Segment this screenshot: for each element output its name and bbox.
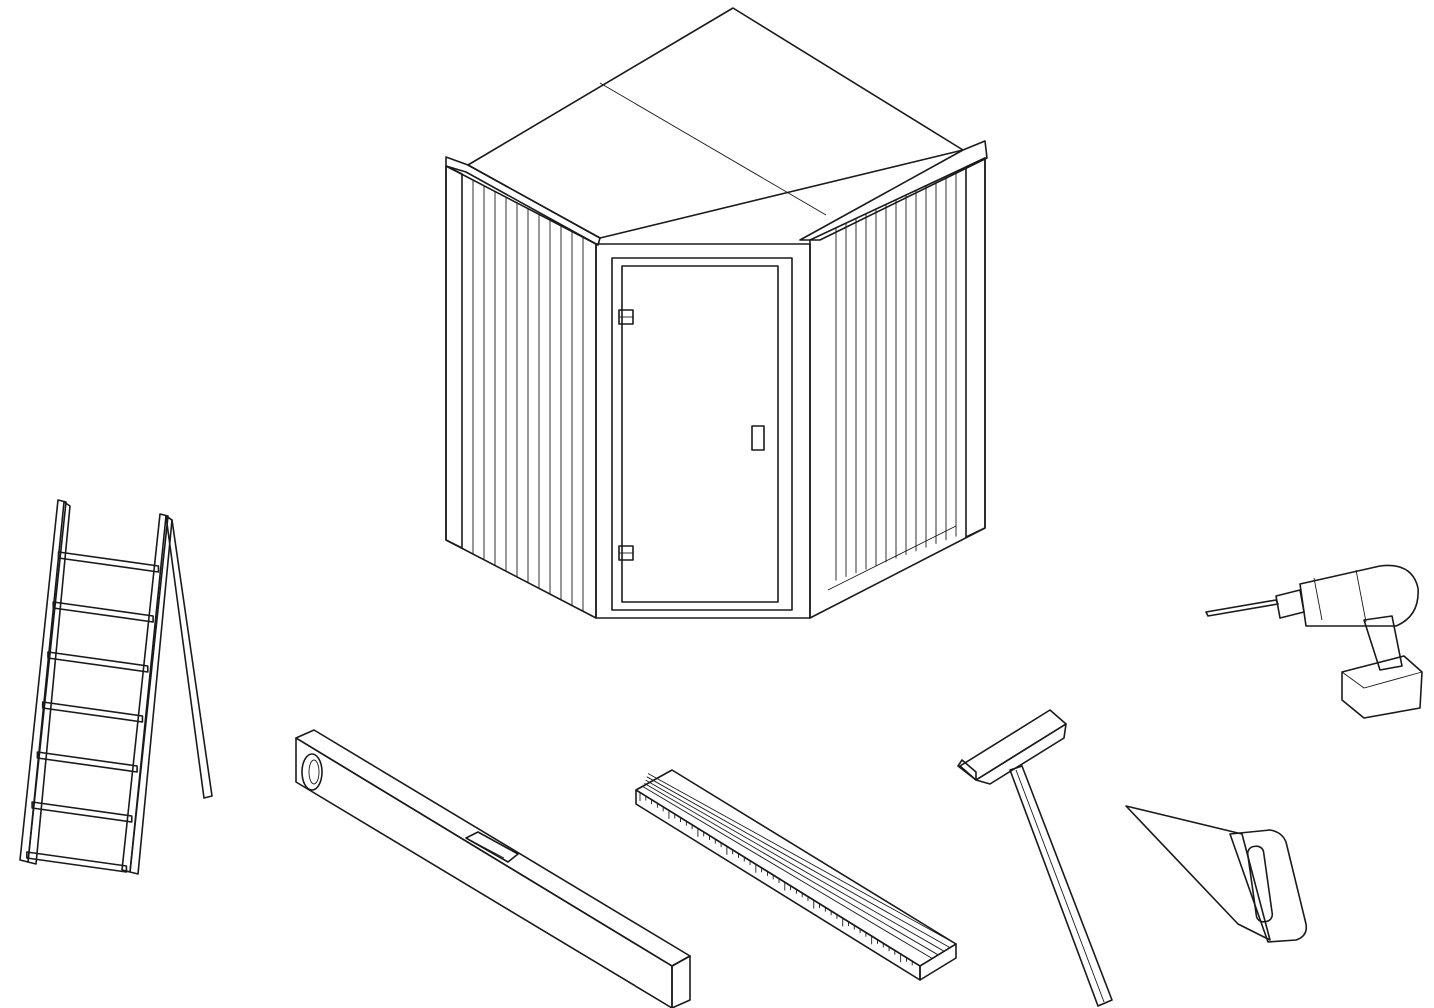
folding-ruler-icon bbox=[635, 769, 957, 981]
ladder-rung bbox=[36, 751, 138, 773]
ladder-rung bbox=[47, 651, 149, 673]
right-corner-post bbox=[965, 157, 986, 538]
ruler-ticks bbox=[639, 792, 913, 966]
level-vial-center bbox=[465, 831, 519, 863]
roof-trim-left bbox=[445, 156, 601, 246]
drill-bit bbox=[1205, 599, 1279, 617]
hinge-bottom-icon bbox=[618, 545, 634, 561]
level-end-face bbox=[671, 955, 691, 1008]
right-wall-base bbox=[827, 525, 957, 591]
drill-icon bbox=[1205, 564, 1423, 719]
right-wall-boards bbox=[835, 171, 957, 581]
ladder-rung bbox=[52, 601, 154, 623]
door-handle bbox=[751, 425, 765, 451]
level-side-face bbox=[295, 737, 673, 1008]
ladder-rung bbox=[26, 851, 128, 873]
ruler-end bbox=[919, 943, 957, 981]
ladder-rail-back-right bbox=[165, 515, 213, 799]
door-glass bbox=[621, 265, 779, 603]
roof-seam bbox=[599, 82, 827, 216]
ladder-rung bbox=[31, 801, 133, 823]
ruler-segments bbox=[642, 773, 957, 959]
drill-grip bbox=[1363, 615, 1403, 671]
door-frame bbox=[611, 257, 793, 611]
ruler-top bbox=[635, 769, 957, 967]
cabin-left-wall bbox=[445, 165, 597, 619]
level-vial-end bbox=[301, 753, 323, 791]
saw-grip-hole bbox=[1246, 845, 1274, 923]
ruler-segment-line bbox=[642, 786, 933, 959]
ruler-segment-line bbox=[644, 783, 939, 956]
sauna-cabin-icon bbox=[445, 7, 988, 619]
saw-icon bbox=[1125, 805, 1308, 943]
ruler-scale-face bbox=[635, 789, 921, 981]
left-corner-post bbox=[445, 165, 463, 549]
drill-battery bbox=[1341, 655, 1423, 719]
ruler-segment-line bbox=[645, 779, 945, 952]
roof-trim-right bbox=[799, 140, 988, 241]
ruler-segment-line bbox=[646, 776, 951, 948]
drill-chuck bbox=[1275, 589, 1305, 619]
hammer-icon bbox=[957, 709, 1113, 1007]
ladder-icon bbox=[19, 499, 213, 875]
hinge-top-icon bbox=[618, 309, 634, 325]
hammer-face bbox=[957, 759, 977, 781]
ruler-segment-line bbox=[647, 773, 957, 945]
left-wall-boards bbox=[472, 180, 584, 612]
ladder-rung bbox=[57, 551, 160, 573]
level-top-face bbox=[295, 729, 691, 967]
ladder-rungs bbox=[26, 551, 160, 873]
drill-body bbox=[1299, 564, 1419, 627]
saw-handle bbox=[1229, 829, 1308, 943]
spirit-level-icon bbox=[295, 729, 691, 1008]
hammer-head-side bbox=[975, 723, 1067, 785]
saw-blade bbox=[1125, 805, 1271, 941]
hammer-handle bbox=[1009, 765, 1113, 1007]
ladder-rung bbox=[41, 701, 144, 723]
